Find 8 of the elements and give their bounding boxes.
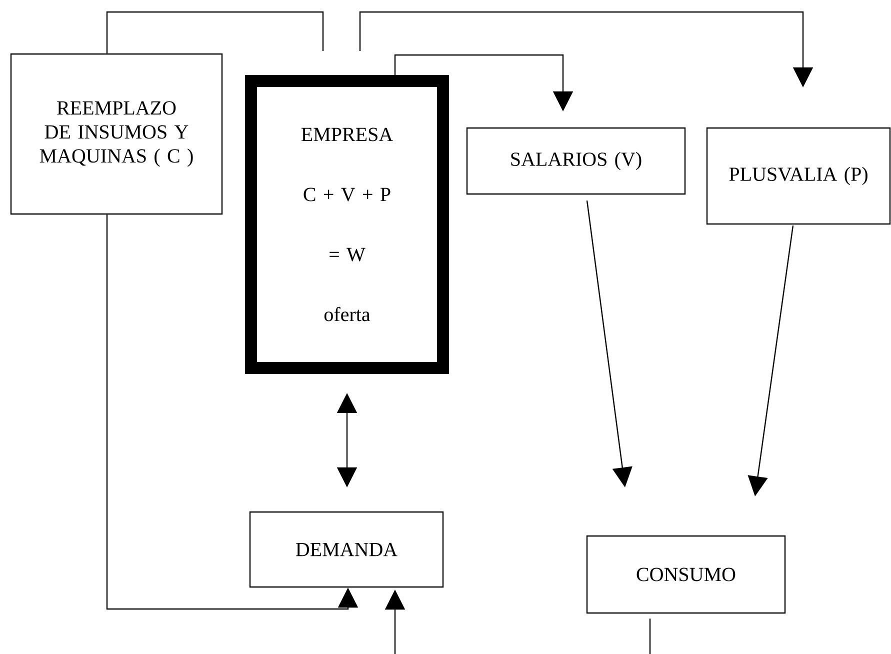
process-box: CONSUMO <box>586 535 786 614</box>
connector-line <box>649 618 651 654</box>
process-box: SALARIOS (V) <box>466 127 686 195</box>
process-box: DEMANDA <box>249 511 444 588</box>
connector-line <box>106 11 324 54</box>
company-box: EMPRESA C + V + P = W oferta <box>245 75 449 374</box>
process-box: REEMPLAZO DE INSUMOS Y MAQUINAS ( C ) <box>10 53 223 215</box>
process-box: PLUSVALIA (P) <box>706 127 891 225</box>
